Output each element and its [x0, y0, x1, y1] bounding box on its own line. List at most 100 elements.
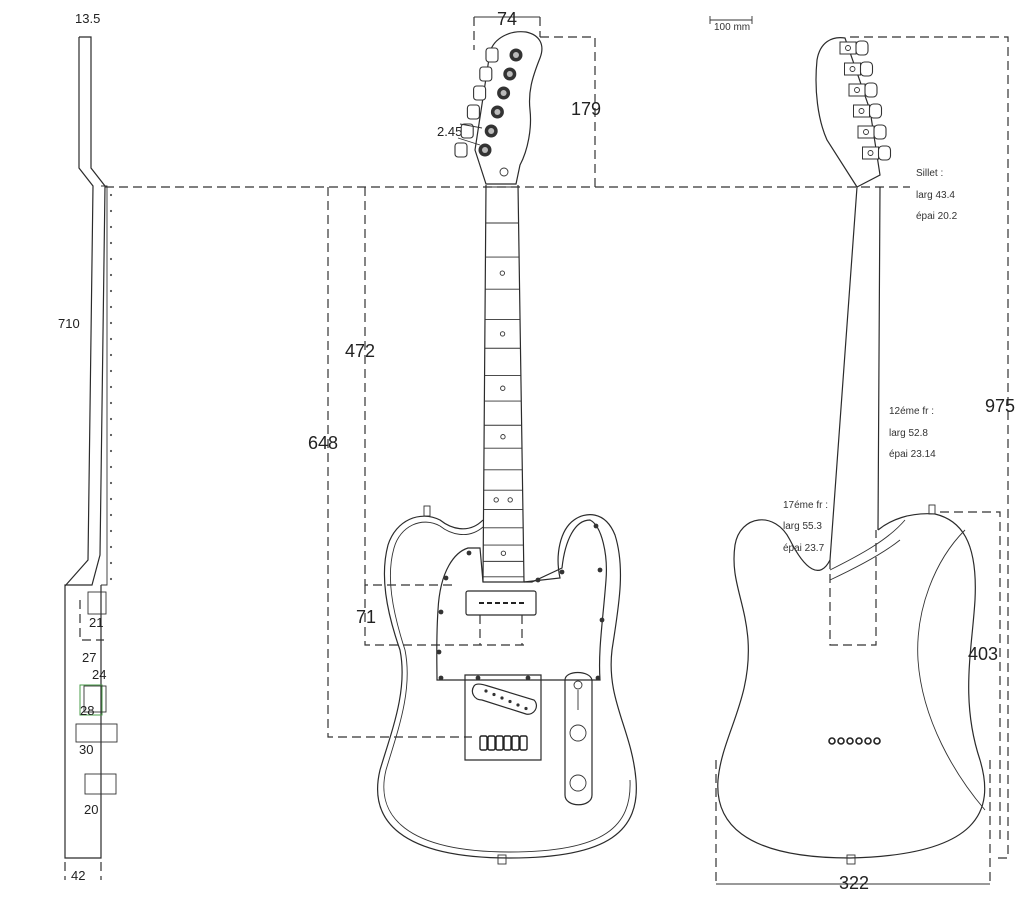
- fret-marker: [500, 550, 507, 556]
- scale-bar: 100 mm: [709, 16, 753, 33]
- front-bridge-plate: [464, 674, 542, 761]
- side-fret-dot: [109, 193, 113, 197]
- pickup-offset-dim: [364, 585, 528, 646]
- note-fret17-depth: épai 23.7: [783, 543, 825, 554]
- side-fret-dot: [109, 529, 113, 533]
- back-tuner-key: [864, 82, 878, 98]
- pickguard-screws: [436, 523, 605, 681]
- pickguard-screw: [599, 617, 605, 623]
- side-fret-dot: [109, 209, 113, 213]
- side-fret-dot: [109, 273, 113, 277]
- tuner-key: [479, 66, 493, 82]
- side-fret-dot: [109, 225, 113, 229]
- tuner-key: [454, 142, 468, 158]
- side-neck-length-label: 710: [58, 316, 80, 331]
- pickguard-screw: [436, 649, 442, 655]
- ferrule: [873, 737, 881, 745]
- note-nut-depth: épai 20.2: [916, 211, 958, 222]
- note-fret17-title: 17éme fr :: [783, 500, 828, 511]
- saddle: [479, 735, 488, 751]
- front-pickguard: [436, 519, 607, 681]
- back-tuner-housing: [844, 62, 861, 76]
- front-pickup-selector: [573, 680, 583, 690]
- front-headstock: [474, 31, 543, 185]
- tuner-angle-label: 2.45: [437, 124, 462, 139]
- front-bridge-pickup: [471, 683, 538, 715]
- back-tuner-pegs: [839, 40, 892, 161]
- side-fret-dot: [109, 337, 113, 341]
- back-strap-button-bottom: [846, 854, 856, 865]
- back-tuner-key: [855, 40, 869, 56]
- side-d24-label: 24: [92, 667, 106, 682]
- fret-marker: [493, 497, 499, 503]
- back-body: [717, 513, 986, 859]
- back-tuner-housing: [853, 104, 870, 118]
- side-bridge-pickup-cavity: [79, 684, 103, 716]
- pole-piece: [492, 692, 496, 697]
- side-d30-label: 30: [79, 742, 93, 757]
- dimension-lines: [105, 16, 1009, 885]
- side-fret-dot: [109, 257, 113, 261]
- note-fret17-width: larg 55.3: [783, 521, 822, 532]
- ferrule: [828, 737, 836, 745]
- body-width-label: 322: [839, 873, 869, 893]
- back-tuner-gear: [858, 108, 865, 114]
- headstock-length-dim: [540, 36, 596, 187]
- tuner-post: [500, 90, 507, 96]
- front-body-inner-edge: [383, 521, 631, 853]
- pickguard-screw: [535, 577, 541, 583]
- side-fret-dot: [109, 433, 113, 437]
- front-bridge-saddles: [479, 735, 528, 751]
- back-neck-heel: [829, 530, 877, 646]
- side-fret-dot: [109, 449, 113, 453]
- front-frets: [483, 186, 524, 578]
- pole-piece: [508, 699, 512, 704]
- side-view: 13.5 710 21 27 24 28 30 20 42: [58, 11, 118, 883]
- side-fret-dot: [109, 497, 113, 501]
- side-neck-outline: [64, 36, 106, 859]
- headstock-width-label: 74: [497, 9, 517, 29]
- scale-length-label: 648: [308, 433, 338, 453]
- side-fret-dot: [109, 561, 113, 565]
- pickup-offset-label: 71: [356, 607, 376, 627]
- side-d21-label: 21: [89, 615, 103, 630]
- note-fret12-width: larg 52.8: [889, 428, 928, 439]
- side-body-depth-dim: [64, 862, 102, 880]
- pickguard-screw: [438, 675, 444, 681]
- nut-to-12th-dim: [364, 187, 455, 586]
- note-nut-width: larg 43.4: [916, 190, 955, 201]
- back-body-contour: [917, 529, 986, 811]
- pickguard-screw: [597, 567, 603, 573]
- front-bridge-pickup-poles: [484, 689, 528, 711]
- saddle: [487, 735, 496, 751]
- pickguard-screw: [559, 569, 565, 575]
- front-body: [377, 514, 637, 859]
- pickguard-screw: [475, 675, 481, 681]
- headstock-width-dim: [473, 17, 541, 50]
- back-tuner-gear: [849, 66, 856, 72]
- fret-marker: [499, 270, 505, 276]
- fret-marker: [507, 497, 513, 503]
- side-fret-dot: [109, 305, 113, 309]
- side-fretboard: [101, 185, 108, 586]
- side-control-cavity: [75, 723, 118, 743]
- front-control-plate: [564, 671, 593, 806]
- side-fret-dot: [109, 417, 113, 421]
- tuner-post: [494, 109, 501, 115]
- side-neck-pocket-dash: [79, 600, 104, 641]
- saddle: [495, 735, 504, 751]
- front-view: [377, 31, 637, 865]
- body-width-dim: [715, 760, 991, 885]
- back-string-ferrules: [828, 737, 881, 745]
- front-strap-button-bottom: [497, 854, 507, 865]
- pickguard-screw: [438, 609, 444, 615]
- headstock-length-label: 179: [571, 99, 601, 119]
- back-tuner-gear: [867, 150, 874, 156]
- tuner-key: [473, 85, 487, 101]
- back-tuner-gear: [863, 129, 869, 135]
- back-tuner-gear: [845, 45, 851, 51]
- front-neck-pickup: [465, 590, 537, 616]
- fret-marker: [499, 331, 506, 337]
- tuner-post: [513, 52, 519, 58]
